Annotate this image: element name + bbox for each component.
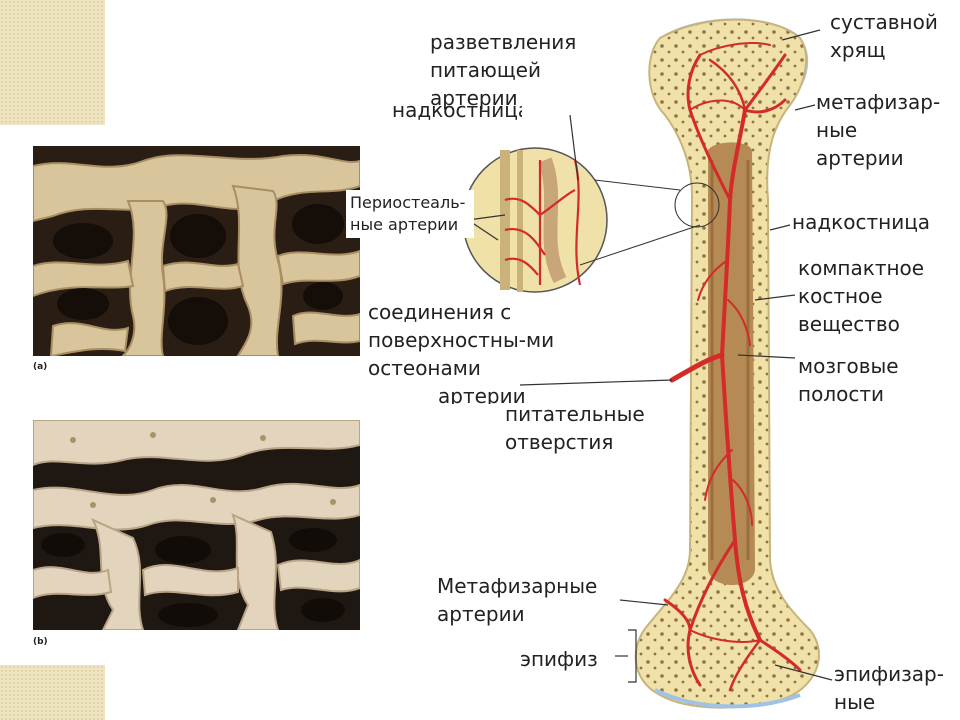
label-epiphyseal-arteries: эпифизар-ные артерии (834, 662, 944, 720)
label-marrow-cavity: мозговые полости (798, 354, 899, 406)
photo-label-b: (b) (33, 637, 48, 647)
label-metaphyseal-arteries-right: метафизар-ные артерии (816, 90, 941, 170)
label-periosteum-top: надкостница (392, 98, 522, 122)
label-metaphyseal-arteries-left: Метафизарные артерии (437, 574, 598, 626)
photo-spongy-bone-a (33, 146, 360, 356)
label-compact-bone: компактное костное вещество (798, 256, 925, 336)
magnified-inset (462, 147, 608, 293)
label-branch-artery: разветвления питающей артерии (430, 30, 577, 110)
label-nutrient-foramina: питательные отверстия (505, 402, 645, 454)
photo-label-a: (a) (33, 362, 48, 372)
corner-decoration-top-left (0, 0, 105, 125)
label-periosteum-right: надкостница (792, 210, 931, 234)
label-arteries-partial: артерии (438, 384, 526, 404)
photo-spongy-bone-b (33, 420, 360, 630)
artery-network (663, 42, 802, 692)
label-epiphysis: эпифиз (520, 647, 598, 671)
label-connections: соединения с поверхностны-ми остеонами (368, 300, 555, 380)
label-articular-cartilage: суставной хрящ (830, 10, 938, 62)
corner-decoration-bottom-left (0, 665, 105, 720)
marrow-cavity-shape (708, 142, 755, 585)
label-periosteal-arteries: Периостеаль-ные артерии (346, 190, 474, 238)
